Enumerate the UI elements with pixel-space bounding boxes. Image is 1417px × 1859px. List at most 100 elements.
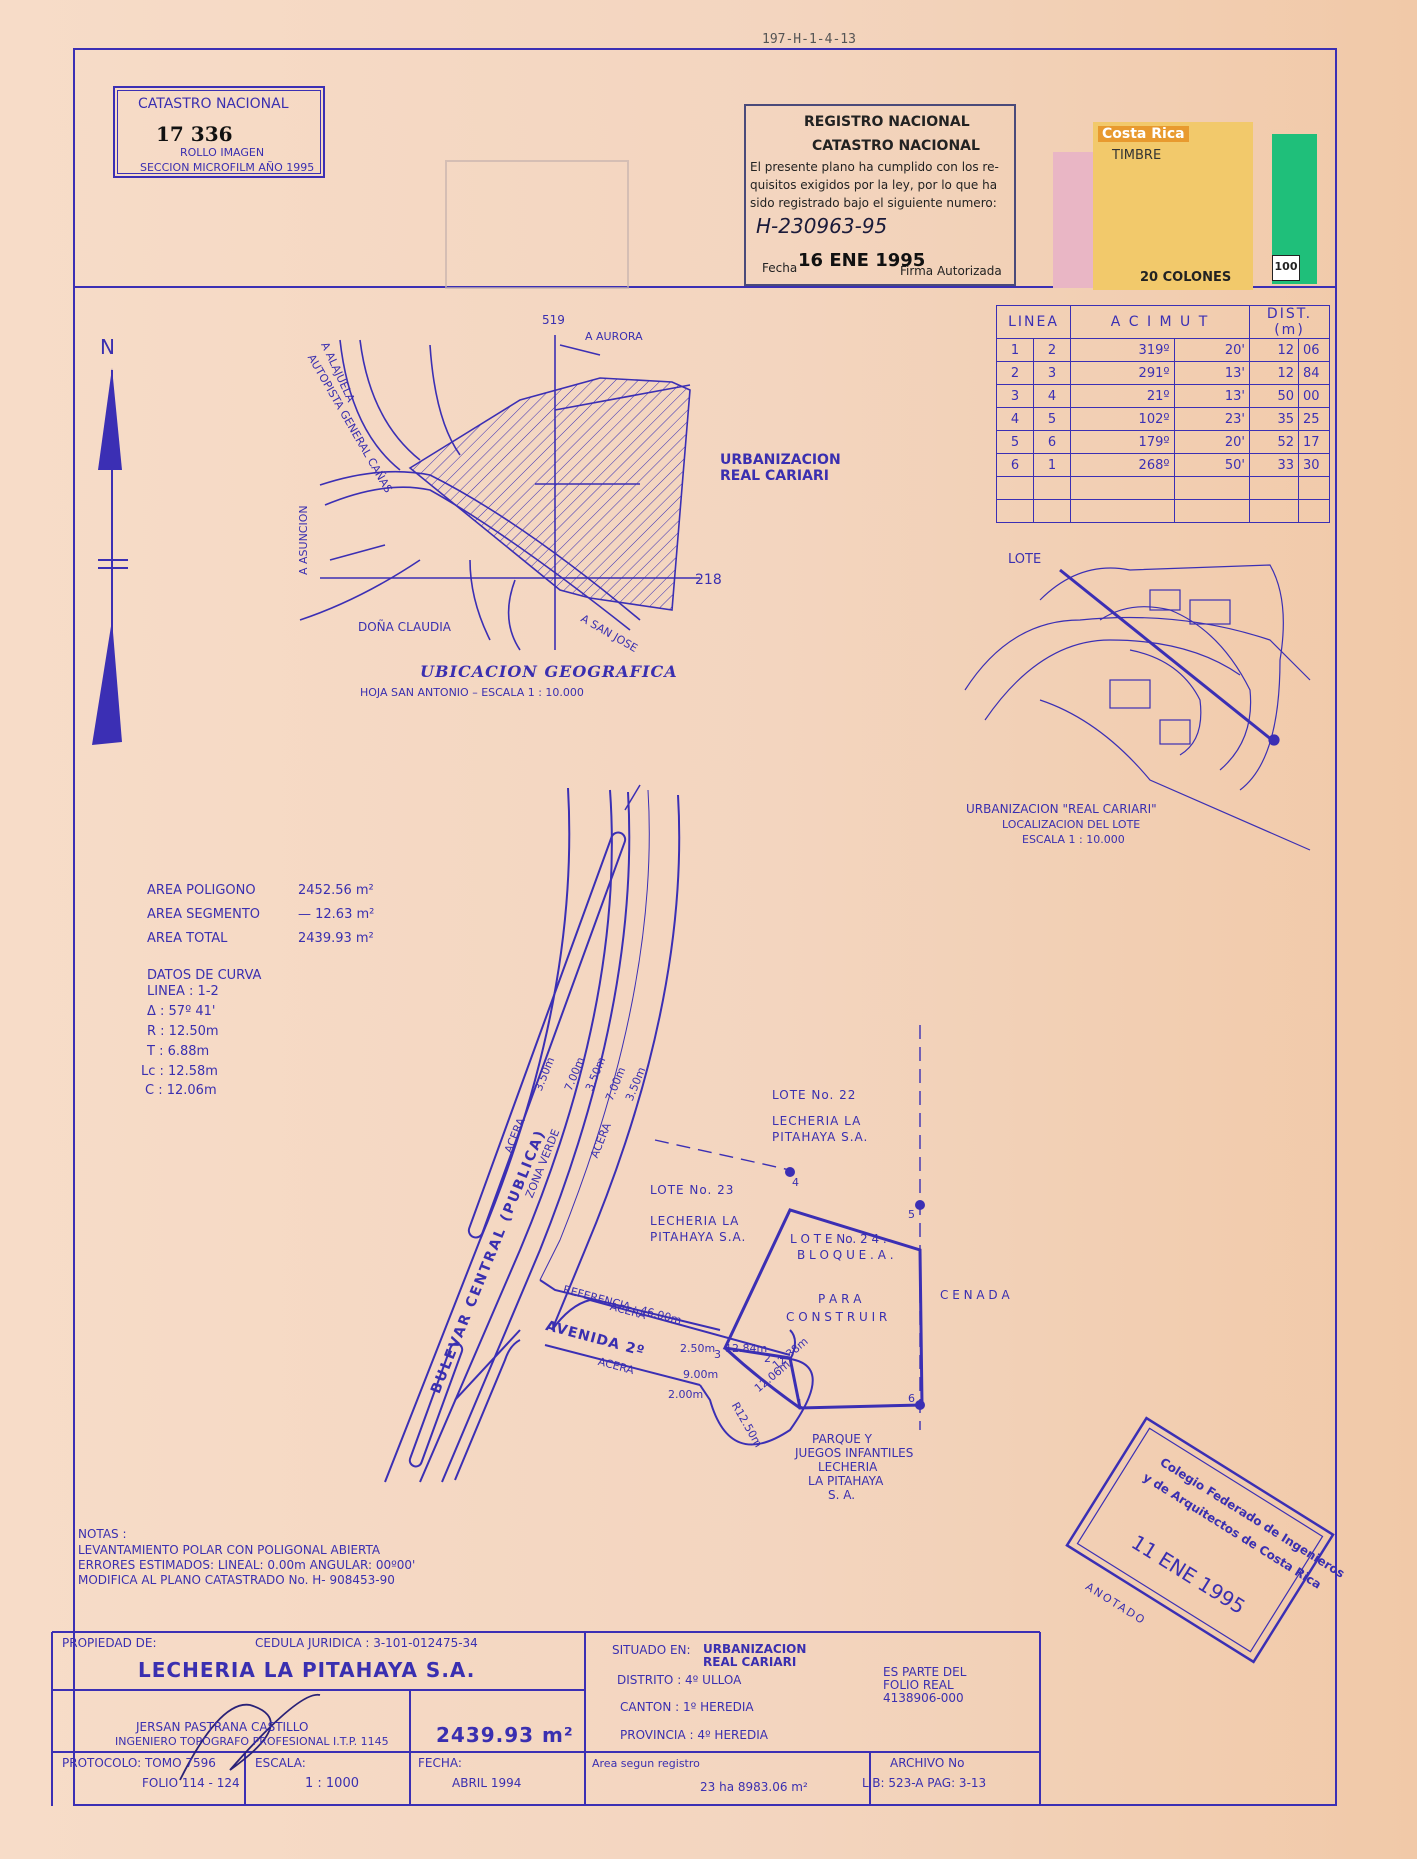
catastro-inner-box — [117, 90, 321, 174]
tb-escala: 1 : 1000 — [305, 1776, 359, 1791]
tb-situado-2: REAL CARIARI — [703, 1655, 797, 1669]
stamp-brand: Costa Rica — [1098, 126, 1189, 142]
header-divider — [73, 286, 1337, 288]
label-lote22: LOTE No. 22 — [772, 1088, 857, 1102]
dim-200: 2.00m — [668, 1388, 704, 1401]
stamp-colones: 20 COLONES — [1140, 270, 1232, 285]
tb-folio-2: FOLIO REAL — [883, 1678, 954, 1692]
dim-1284: 12.84m — [725, 1342, 768, 1355]
vertex-4: 4 — [792, 1176, 799, 1189]
location-map-subtitle: HOJA SAN ANTONIO – ESCALA 1 : 10.000 — [360, 686, 584, 699]
label-lote23-owner-2: PITAHAYA S.A. — [650, 1230, 747, 1244]
tb-fecha-label: FECHA: — [418, 1756, 462, 1770]
note-3: MODIFICA AL PLANO CATASTRADO No. H- 9084… — [78, 1573, 395, 1587]
dim-250: 2.50m — [680, 1342, 716, 1355]
north-label: N — [100, 335, 115, 359]
engineer-signature — [179, 1693, 321, 1781]
north-arrow — [92, 368, 128, 745]
label-asuncion: A ASUNCION — [297, 505, 310, 575]
colegio-stamp — [1065, 1416, 1335, 1664]
tb-archivo: LIB: 523-A PAG: 3-13 — [862, 1776, 987, 1790]
table-row: 1 2 319º 20' 12 06 — [996, 338, 1330, 362]
lot-locator-map — [964, 564, 1311, 851]
lot-map-sub2: ESCALA 1 : 10.000 — [1022, 833, 1125, 846]
label-parque-3: LECHERIA — [818, 1460, 878, 1474]
tb-protocolo: PROTOCOLO: TOMO 7596 — [62, 1756, 216, 1770]
catastro-number: 17 336 — [156, 122, 233, 146]
registro-title1: REGISTRO NACIONAL — [804, 114, 970, 130]
registro-body1: El presente plano ha cumplido con los re… — [750, 160, 999, 174]
vertex-6: 6 — [908, 1392, 915, 1405]
tb-archivo-label: ARCHIVO No — [890, 1756, 965, 1770]
curve-delta: Δ : 57º 41' — [147, 1004, 216, 1019]
catastro-box — [113, 86, 325, 178]
yellow-stamp — [1093, 122, 1253, 290]
table-row-empty — [996, 476, 1330, 500]
label-lote24: L O T E No. 2 4 . — [790, 1232, 887, 1246]
tb-canton: CANTON : 1º HEREDIA — [620, 1700, 754, 1714]
area-label-poligono: AREA POLIGONO — [147, 883, 256, 898]
tb-situado-1: URBANIZACION — [703, 1642, 807, 1656]
tb-situado-label: SITUADO EN: — [612, 1643, 691, 1657]
curve-lc: Lc : 12.58m — [141, 1064, 218, 1079]
vertex-3: 3 — [714, 1348, 721, 1361]
tb-escala-label: ESCALA: — [255, 1756, 306, 1770]
catastro-line2: SECCION MICROFILM AÑO 1995 — [140, 161, 315, 174]
tb-engineer-1: JERSAN PASTRANA CASTILLO — [136, 1720, 309, 1734]
curve-r: R : 12.50m — [147, 1024, 219, 1039]
note-2: ERRORES ESTIMADOS: LINEAL: 0.00m ANGULAR… — [78, 1558, 416, 1572]
drawing-frame — [73, 48, 1337, 1806]
label-lote22-owner-1: LECHERIA LA — [772, 1114, 862, 1128]
location-map-title: UBICACION GEOGRAFICA — [420, 662, 678, 681]
tb-propiedad-label: PROPIEDAD DE: — [62, 1636, 157, 1650]
table-header-linea: LINEA — [996, 305, 1071, 339]
label-construir: C O N S T R U I R — [786, 1310, 888, 1324]
bearings-table: LINEA A C I M U T DIST. (m) 1 2 319º 20'… — [996, 305, 1330, 523]
label-cenada: C E N A D A — [940, 1288, 1010, 1302]
registro-firma: Firma Autorizada — [900, 264, 1002, 278]
label-lote22-owner-2: PITAHAYA S.A. — [772, 1130, 869, 1144]
table-row: 6 1 268º 50' 33 30 — [996, 453, 1330, 477]
label-lote: LOTE — [1008, 552, 1042, 567]
vertex-5: 5 — [908, 1208, 915, 1221]
vertex-1: 1 — [796, 1397, 803, 1410]
coord-519: 519 — [542, 313, 565, 327]
vertex-2: 2 — [764, 1352, 771, 1365]
area-value-poligono: 2452.56 m² — [298, 883, 374, 898]
registro-number: H-230963-95 — [756, 214, 888, 238]
stamp-timbre: TIMBRE — [1112, 148, 1162, 163]
tb-provincia: PROVINCIA : 4º HEREDIA — [620, 1728, 768, 1742]
tb-area-reg: 23 ha 8983.06 m² — [700, 1780, 808, 1794]
note-1: LEVANTAMIENTO POLAR CON POLIGONAL ABIERT… — [78, 1543, 381, 1557]
tb-cedula: CEDULA JURIDICA : 3-101-012475-34 — [255, 1636, 478, 1650]
received-stamp — [445, 160, 629, 289]
label-urbanizacion: URBANIZACION — [720, 452, 841, 468]
area-label-total: AREA TOTAL — [147, 931, 228, 946]
table-row-empty — [996, 499, 1330, 523]
area-label-segmento: AREA SEGMENTO — [147, 907, 261, 922]
label-parque-2: JUEGOS INFANTILES — [795, 1446, 914, 1460]
registro-body3: sido registrado bajo el siguiente numero… — [750, 196, 997, 210]
label-parque-5: S. A. — [828, 1488, 856, 1502]
label-bloque: B L O Q U E . A . — [797, 1248, 894, 1262]
registro-box — [744, 104, 1016, 286]
table-header-dist: DIST. (m) — [1249, 305, 1330, 339]
label-parque-1: PARQUE Y — [812, 1432, 872, 1446]
registro-body2: quisitos exigidos por la ley, por lo que… — [750, 178, 998, 192]
tb-distrito: DISTRITO : 4º ULLOA — [617, 1673, 742, 1687]
curve-title2: LINEA : 1-2 — [147, 984, 219, 999]
tb-area: 2439.93 m² — [436, 1723, 574, 1747]
label-dona-claudia: DOÑA CLAUDIA — [358, 620, 452, 634]
label-parque-4: LA PITAHAYA — [808, 1474, 884, 1488]
label-para: P A R A — [818, 1292, 862, 1306]
area-value-segmento: — 12.63 m² — [298, 907, 375, 922]
tb-folio-3: 4138906-000 — [883, 1691, 964, 1705]
curve-title1: DATOS DE CURVA — [147, 968, 262, 983]
site-plan — [384, 784, 925, 1483]
dim-900: 9.00m — [683, 1368, 719, 1381]
reference-code: 197-H-1-4-13 — [762, 32, 856, 47]
catastro-line1: ROLLO IMAGEN — [180, 146, 265, 159]
curve-c: C : 12.06m — [145, 1083, 217, 1098]
